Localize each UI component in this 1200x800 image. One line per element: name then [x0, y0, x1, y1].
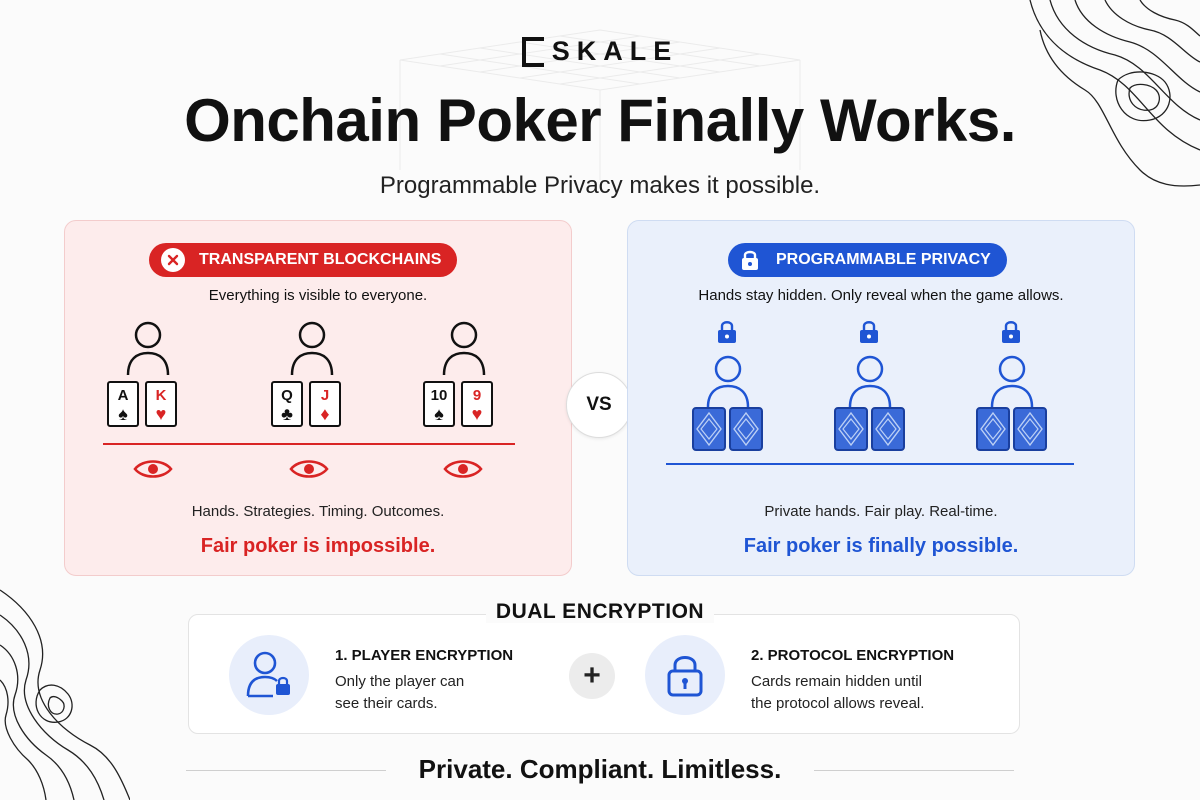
- vs-badge: VS: [566, 372, 632, 438]
- user-icon: [290, 321, 334, 376]
- playing-card: A♠: [107, 381, 139, 427]
- eye-icon: [289, 460, 329, 478]
- playing-card: 10♠: [423, 381, 455, 427]
- private-player-1: [692, 319, 764, 451]
- user-icon: [126, 321, 170, 376]
- user-icon: [706, 355, 750, 408]
- playing-card: 9♥: [461, 381, 493, 427]
- transparent-blockchains-panel: TRANSPARENT BLOCKCHAINS Everything is vi…: [64, 220, 572, 576]
- protocol-encryption-icon: [645, 635, 725, 715]
- panel-subtitle: Everything is visible to everyone.: [208, 287, 428, 304]
- programmable-privacy-badge: PROGRAMMABLE PRIVACY: [728, 243, 1007, 277]
- playing-card: Q♣: [271, 381, 303, 427]
- protocol-encryption-heading: 2. PROTOCOL ENCRYPTION: [751, 647, 955, 664]
- eye-icon: [133, 460, 173, 478]
- brand-logo: SKALE: [0, 36, 1200, 67]
- playing-card: J♦: [309, 381, 341, 427]
- player-1: A♠ K♥: [107, 321, 187, 437]
- badge-label: TRANSPARENT BLOCKCHAINS: [199, 251, 442, 268]
- background-grid-decoration: [399, 29, 801, 180]
- lock-icon: [1002, 321, 1020, 343]
- player-encryption-text: Only the player can see their cards.: [335, 673, 465, 712]
- logo-text: SKALE: [551, 36, 679, 66]
- eye-icon: [443, 460, 483, 478]
- page-subtitle: Programmable Privacy makes it possible.: [379, 172, 821, 199]
- lock-icon: [738, 248, 762, 272]
- plus-icon: +: [569, 653, 615, 699]
- divider: [186, 770, 386, 771]
- user-lock-icon: [246, 651, 290, 698]
- table-line: [103, 443, 515, 445]
- tagline: Private. Compliant. Limitless.: [0, 754, 1200, 785]
- lock-icon: [718, 321, 736, 343]
- table-line: [666, 463, 1074, 465]
- panel-footer-text: Hands. Strategies. Timing. Outcomes.: [191, 503, 445, 520]
- programmable-privacy-panel: PROGRAMMABLE PRIVACY Hands stay hidden. …: [627, 220, 1135, 576]
- logo-bracket-mark: [521, 36, 544, 67]
- player-encryption-icon: [229, 635, 309, 715]
- face-down-cards-icon: [834, 407, 905, 451]
- transparent-blockchains-badge: TRANSPARENT BLOCKCHAINS: [149, 243, 458, 277]
- panel-footer-text: Private hands. Fair play. Real-time.: [764, 503, 998, 520]
- divider: [814, 770, 1014, 771]
- dual-encryption-title: DUAL ENCRYPTION: [0, 600, 1200, 624]
- page-title: Onchain Poker Finally Works.: [184, 87, 1016, 154]
- panel-conclusion: Fair poker is finally possible.: [743, 535, 1019, 557]
- user-icon: [990, 355, 1034, 408]
- player-3: 10♠ 9♥: [423, 321, 503, 437]
- lock-icon: [667, 656, 703, 697]
- player-2: Q♣ J♦: [271, 321, 351, 437]
- lock-icon: [860, 321, 878, 343]
- panel-conclusion: Fair poker is impossible.: [200, 535, 436, 557]
- dual-encryption-box: 1. PLAYER ENCRYPTION Only the player can…: [188, 614, 1020, 734]
- face-down-cards-icon: [692, 407, 763, 451]
- face-down-cards-icon: [976, 407, 1047, 451]
- player-encryption-heading: 1. PLAYER ENCRYPTION: [335, 647, 514, 664]
- user-icon: [442, 321, 486, 376]
- playing-card: K♥: [145, 381, 177, 427]
- panel-subtitle: Hands stay hidden. Only reveal when the …: [698, 287, 1064, 304]
- close-x-icon: [161, 248, 185, 272]
- protocol-encryption-text: Cards remain hidden until the protocol a…: [751, 673, 925, 712]
- badge-label: PROGRAMMABLE PRIVACY: [776, 251, 991, 268]
- user-icon: [848, 355, 892, 408]
- private-player-2: [834, 319, 906, 451]
- private-player-3: [976, 319, 1048, 451]
